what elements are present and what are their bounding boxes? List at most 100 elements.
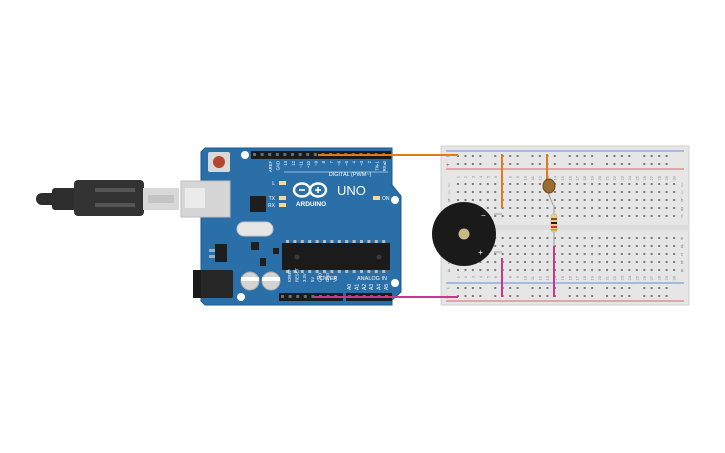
breadboard-hole — [561, 215, 564, 217]
header-pin-hole — [281, 295, 284, 298]
breadboard-hole — [561, 207, 564, 209]
breadboard-hole — [576, 215, 579, 217]
breadboard-hole — [516, 183, 519, 185]
breadboard-hole — [606, 207, 608, 209]
breadboard-hole — [613, 199, 616, 201]
capacitor-stripe — [262, 277, 280, 281]
breadboard-hole — [501, 215, 504, 217]
breadboard-hole — [546, 245, 549, 247]
breadboard-hole — [658, 253, 661, 255]
led-on — [373, 196, 380, 200]
rail-hole — [628, 163, 631, 165]
mounting-hole — [237, 293, 245, 301]
rail-hole — [628, 287, 631, 289]
reset-button-cap[interactable] — [213, 156, 225, 168]
pin-label: ~5 — [344, 160, 349, 165]
breadboard-hole — [598, 215, 601, 217]
breadboard-hole — [650, 261, 653, 263]
breadboard-hole — [643, 253, 646, 255]
column-number: 24 — [627, 175, 632, 180]
breadboard-hole — [538, 215, 541, 217]
rail-hole — [568, 155, 571, 157]
breadboard-hole — [568, 207, 571, 209]
column-number: 9 — [515, 175, 520, 178]
column-number: 9 — [515, 275, 520, 278]
breadboard-hole — [606, 269, 608, 271]
breadboard-hole — [531, 183, 534, 185]
breadboard-hole — [531, 207, 534, 209]
breadboard-hole — [576, 191, 579, 193]
usb-plug-ridge — [95, 203, 135, 207]
breadboard-hole — [613, 207, 616, 209]
pin-label: A0 — [347, 284, 353, 290]
breadboard-hole — [553, 191, 556, 193]
breadboard-hole — [591, 199, 594, 201]
mounting-hole — [241, 151, 249, 159]
chip-pin — [352, 240, 356, 243]
row-letter: a — [448, 268, 451, 274]
rail-hole — [658, 163, 661, 165]
breadboard-hole — [643, 237, 646, 239]
breadboard-hole — [561, 253, 564, 255]
column-number: 24 — [627, 275, 632, 280]
breadboard-hole — [561, 269, 564, 271]
small-chip — [251, 242, 259, 250]
breadboard-hole — [501, 237, 504, 239]
header-pin-hole — [303, 295, 307, 298]
rail-hole — [665, 163, 668, 165]
usb-cable[interactable] — [36, 180, 179, 216]
row-letter: h — [448, 198, 451, 204]
breadboard-hole — [524, 237, 527, 239]
rail-hole — [591, 155, 594, 157]
pin-label: A1 — [354, 284, 360, 290]
rail-hole — [643, 155, 646, 157]
breadboard-hole — [576, 207, 579, 209]
pin-label: A5 — [384, 284, 390, 290]
rail-hole — [509, 163, 512, 165]
chip-pin — [315, 270, 319, 273]
pin-label: 13 — [283, 160, 288, 165]
arduino-uno-board[interactable]: L TX RX ON UNO ARDUINO DIGITAL (PWM~) PO… — [180, 147, 402, 306]
wires[interactable] — [314, 154, 555, 298]
breadboard-hole — [524, 253, 527, 255]
chip-pin — [315, 240, 319, 243]
breadboard-hole — [516, 245, 519, 247]
photoresistor[interactable] — [542, 178, 556, 206]
dc-jack-edge — [193, 270, 201, 298]
header-pin-hole — [313, 153, 317, 156]
pin-label: 7 — [329, 160, 334, 163]
mounting-hole — [391, 279, 399, 287]
breadboard-hole — [635, 245, 638, 247]
rail-hole — [658, 295, 661, 297]
breadboard-hole — [479, 199, 482, 201]
rail-hole — [583, 295, 586, 297]
breadboard-hole — [486, 199, 489, 201]
rail-hole — [457, 287, 459, 289]
breadboard-hole — [576, 245, 579, 247]
breadboard-hole — [591, 191, 594, 193]
resistor[interactable] — [550, 205, 558, 246]
column-number: 15 — [560, 275, 565, 280]
chip-pin — [374, 240, 378, 243]
piezo-buzzer[interactable]: − + — [432, 202, 502, 266]
breadboard-hole — [583, 261, 586, 263]
usb-b-port — [180, 180, 231, 218]
breadboard-hole — [591, 245, 594, 247]
breadboard-hole — [635, 207, 638, 209]
breadboard-hole — [620, 237, 623, 239]
breadboard-hole — [620, 183, 623, 185]
breadboard-hole — [568, 183, 571, 185]
rail-hole — [471, 295, 474, 297]
breadboard-hole — [620, 207, 623, 209]
breadboard-hole — [561, 237, 564, 239]
resistor-band — [551, 229, 557, 231]
power-header[interactable] — [279, 293, 343, 301]
breadboard-hole — [665, 261, 668, 263]
breadboard-hole — [524, 199, 527, 201]
breadboard-hole — [479, 191, 482, 193]
breadboard-hole — [494, 253, 497, 255]
breadboard-hole — [471, 269, 474, 271]
breadboard-hole — [524, 183, 527, 185]
rail-hole — [606, 163, 608, 165]
breadboard-hole — [546, 215, 549, 217]
